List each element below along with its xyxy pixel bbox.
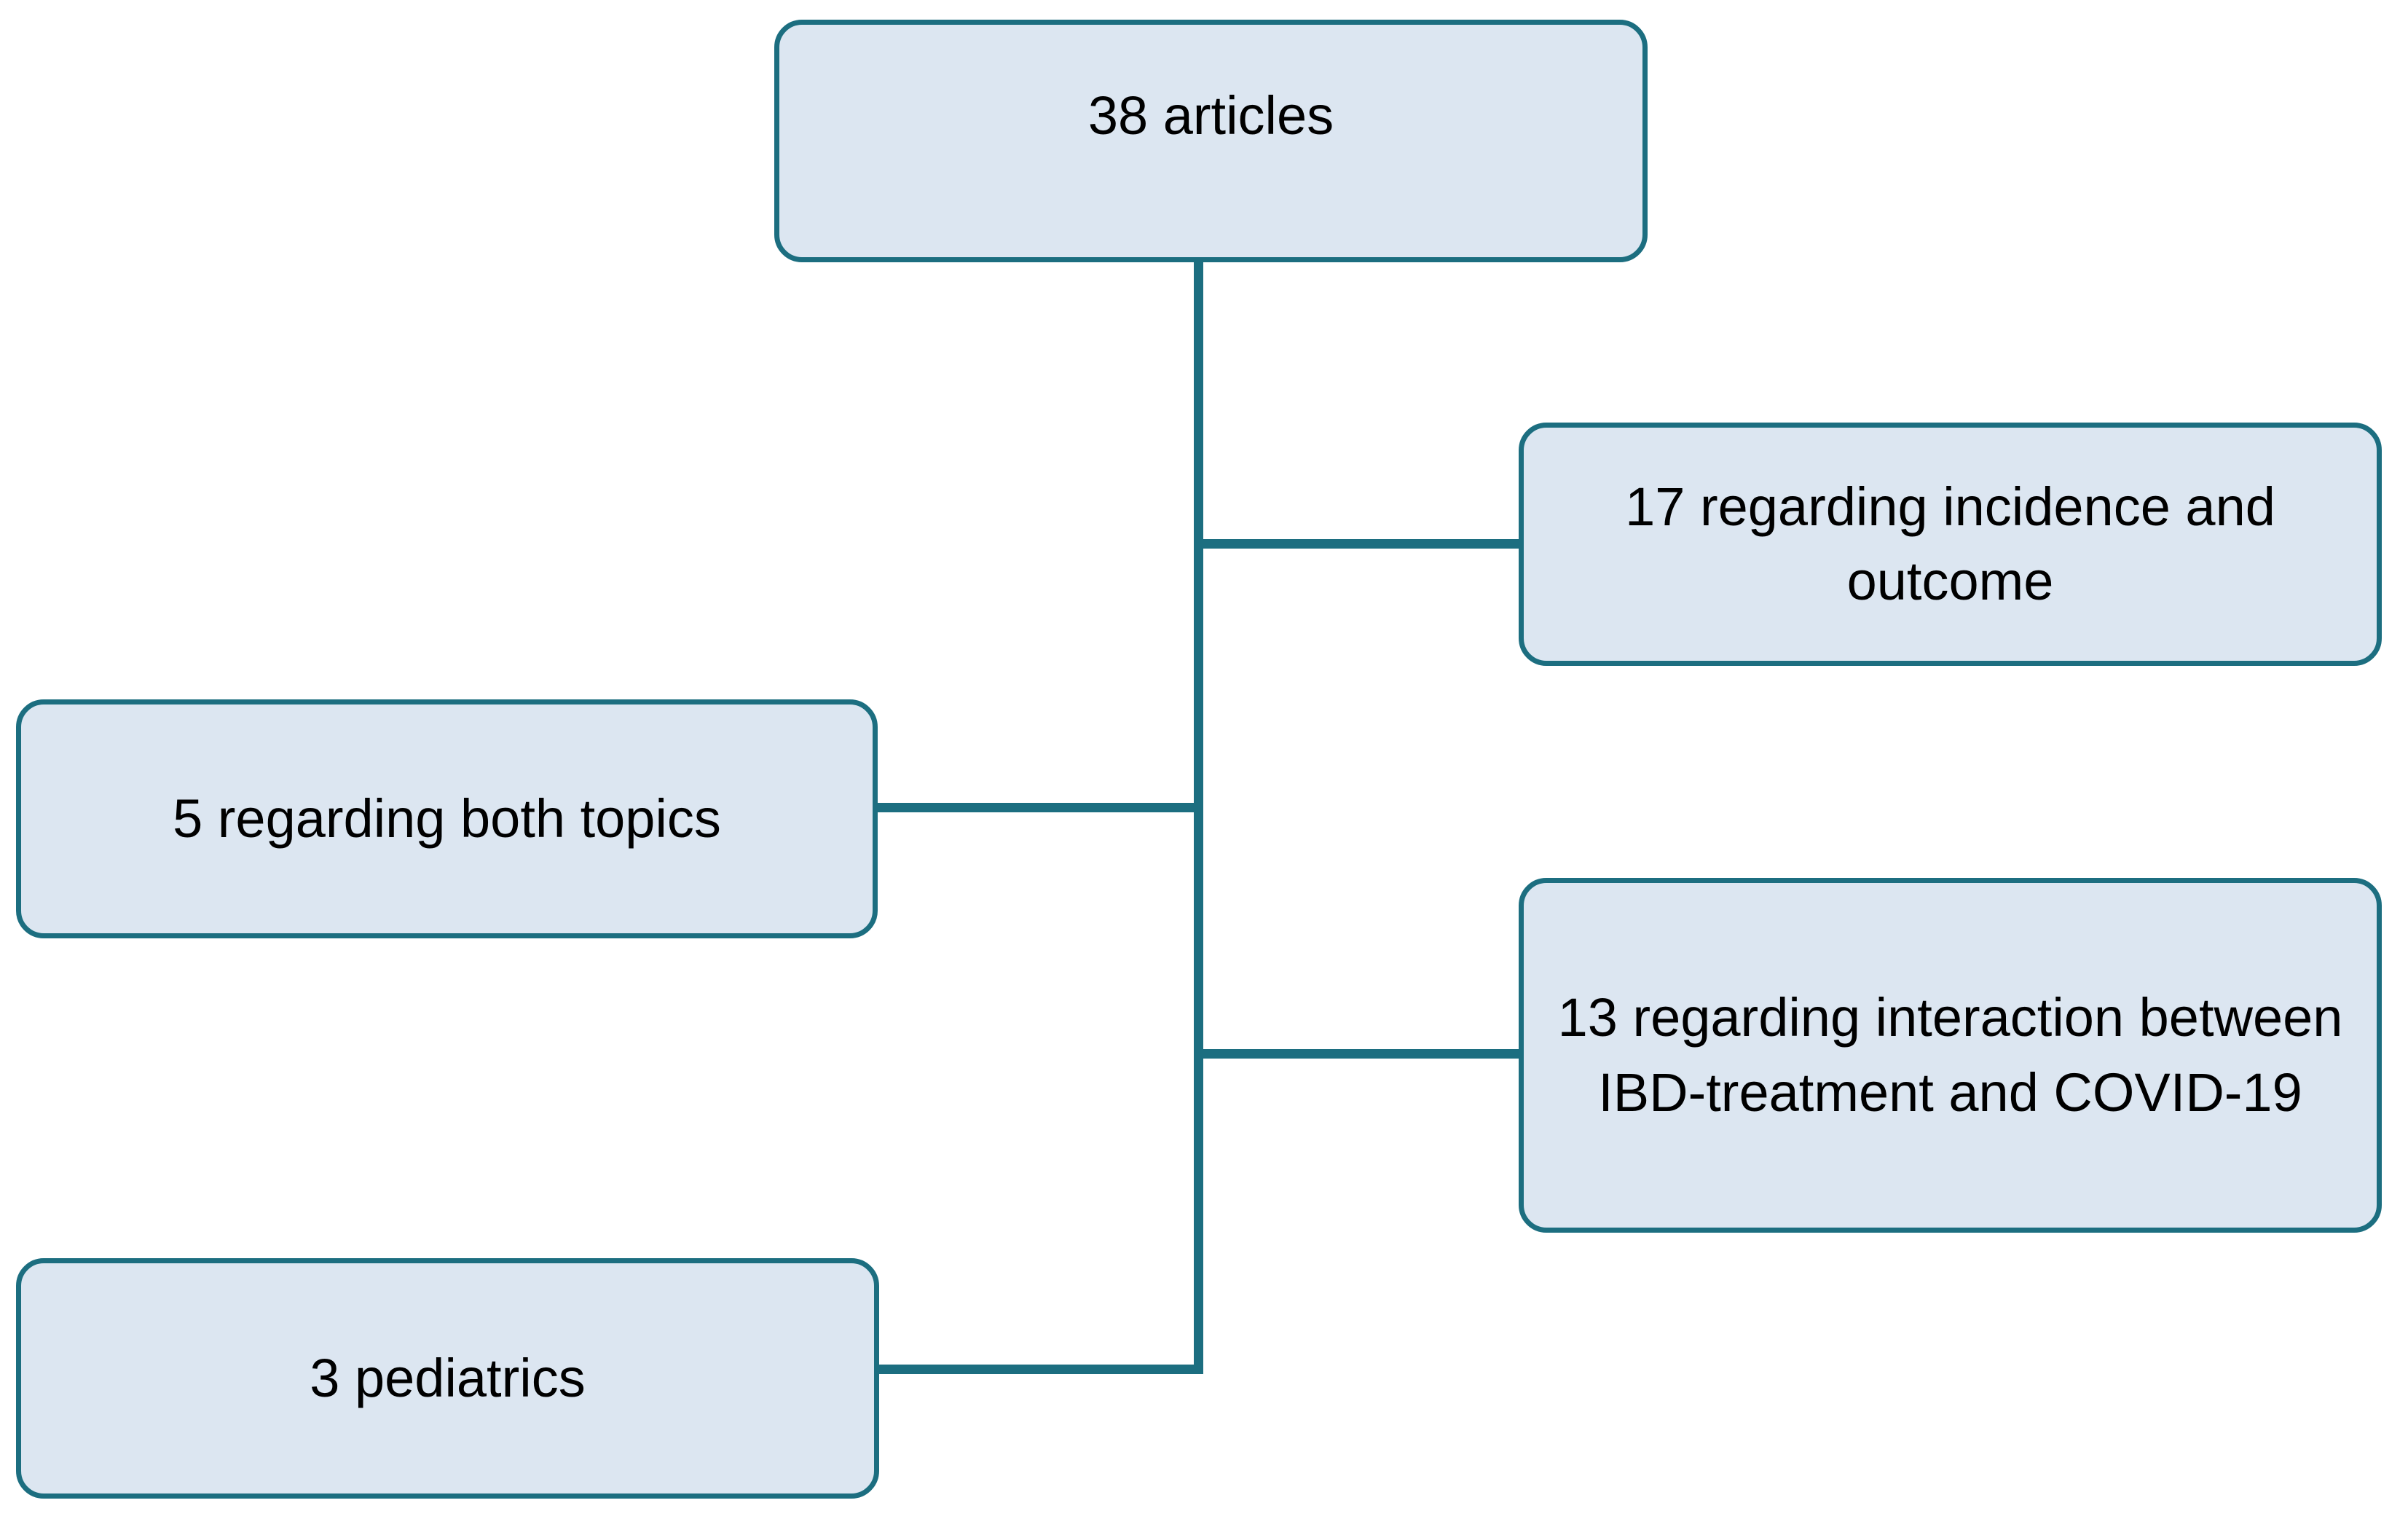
connector-root-to-both-topics (873, 803, 1203, 812)
node-incidence-and-outcome[interactable]: 17 regarding incidence and outcome (1519, 423, 2382, 666)
connector-root-to-incidence (1194, 539, 1523, 549)
connector-root-to-pediatrics (873, 1365, 1203, 1374)
node-incidence-and-outcome-label: 17 regarding incidence and outcome (1625, 476, 2275, 611)
node-both-topics[interactable]: 5 regarding both topics (16, 699, 878, 938)
node-total-articles-label: 38 articles (1087, 85, 1334, 146)
node-total-articles[interactable]: 38 articles (774, 20, 1648, 262)
connector-root-to-interaction (1194, 1049, 1523, 1059)
node-pediatrics[interactable]: 3 pediatrics (16, 1258, 879, 1499)
node-ibd-treatment-covid-interaction[interactable]: 13 regarding interaction between IBD-tre… (1519, 878, 2382, 1233)
node-pediatrics-label: 3 pediatrics (310, 1347, 586, 1408)
connector-vertical-spine (1194, 259, 1203, 1374)
node-both-topics-label: 5 regarding both topics (173, 788, 721, 849)
node-ibd-treatment-covid-interaction-label: 13 regarding interaction between IBD-tre… (1557, 987, 2343, 1123)
